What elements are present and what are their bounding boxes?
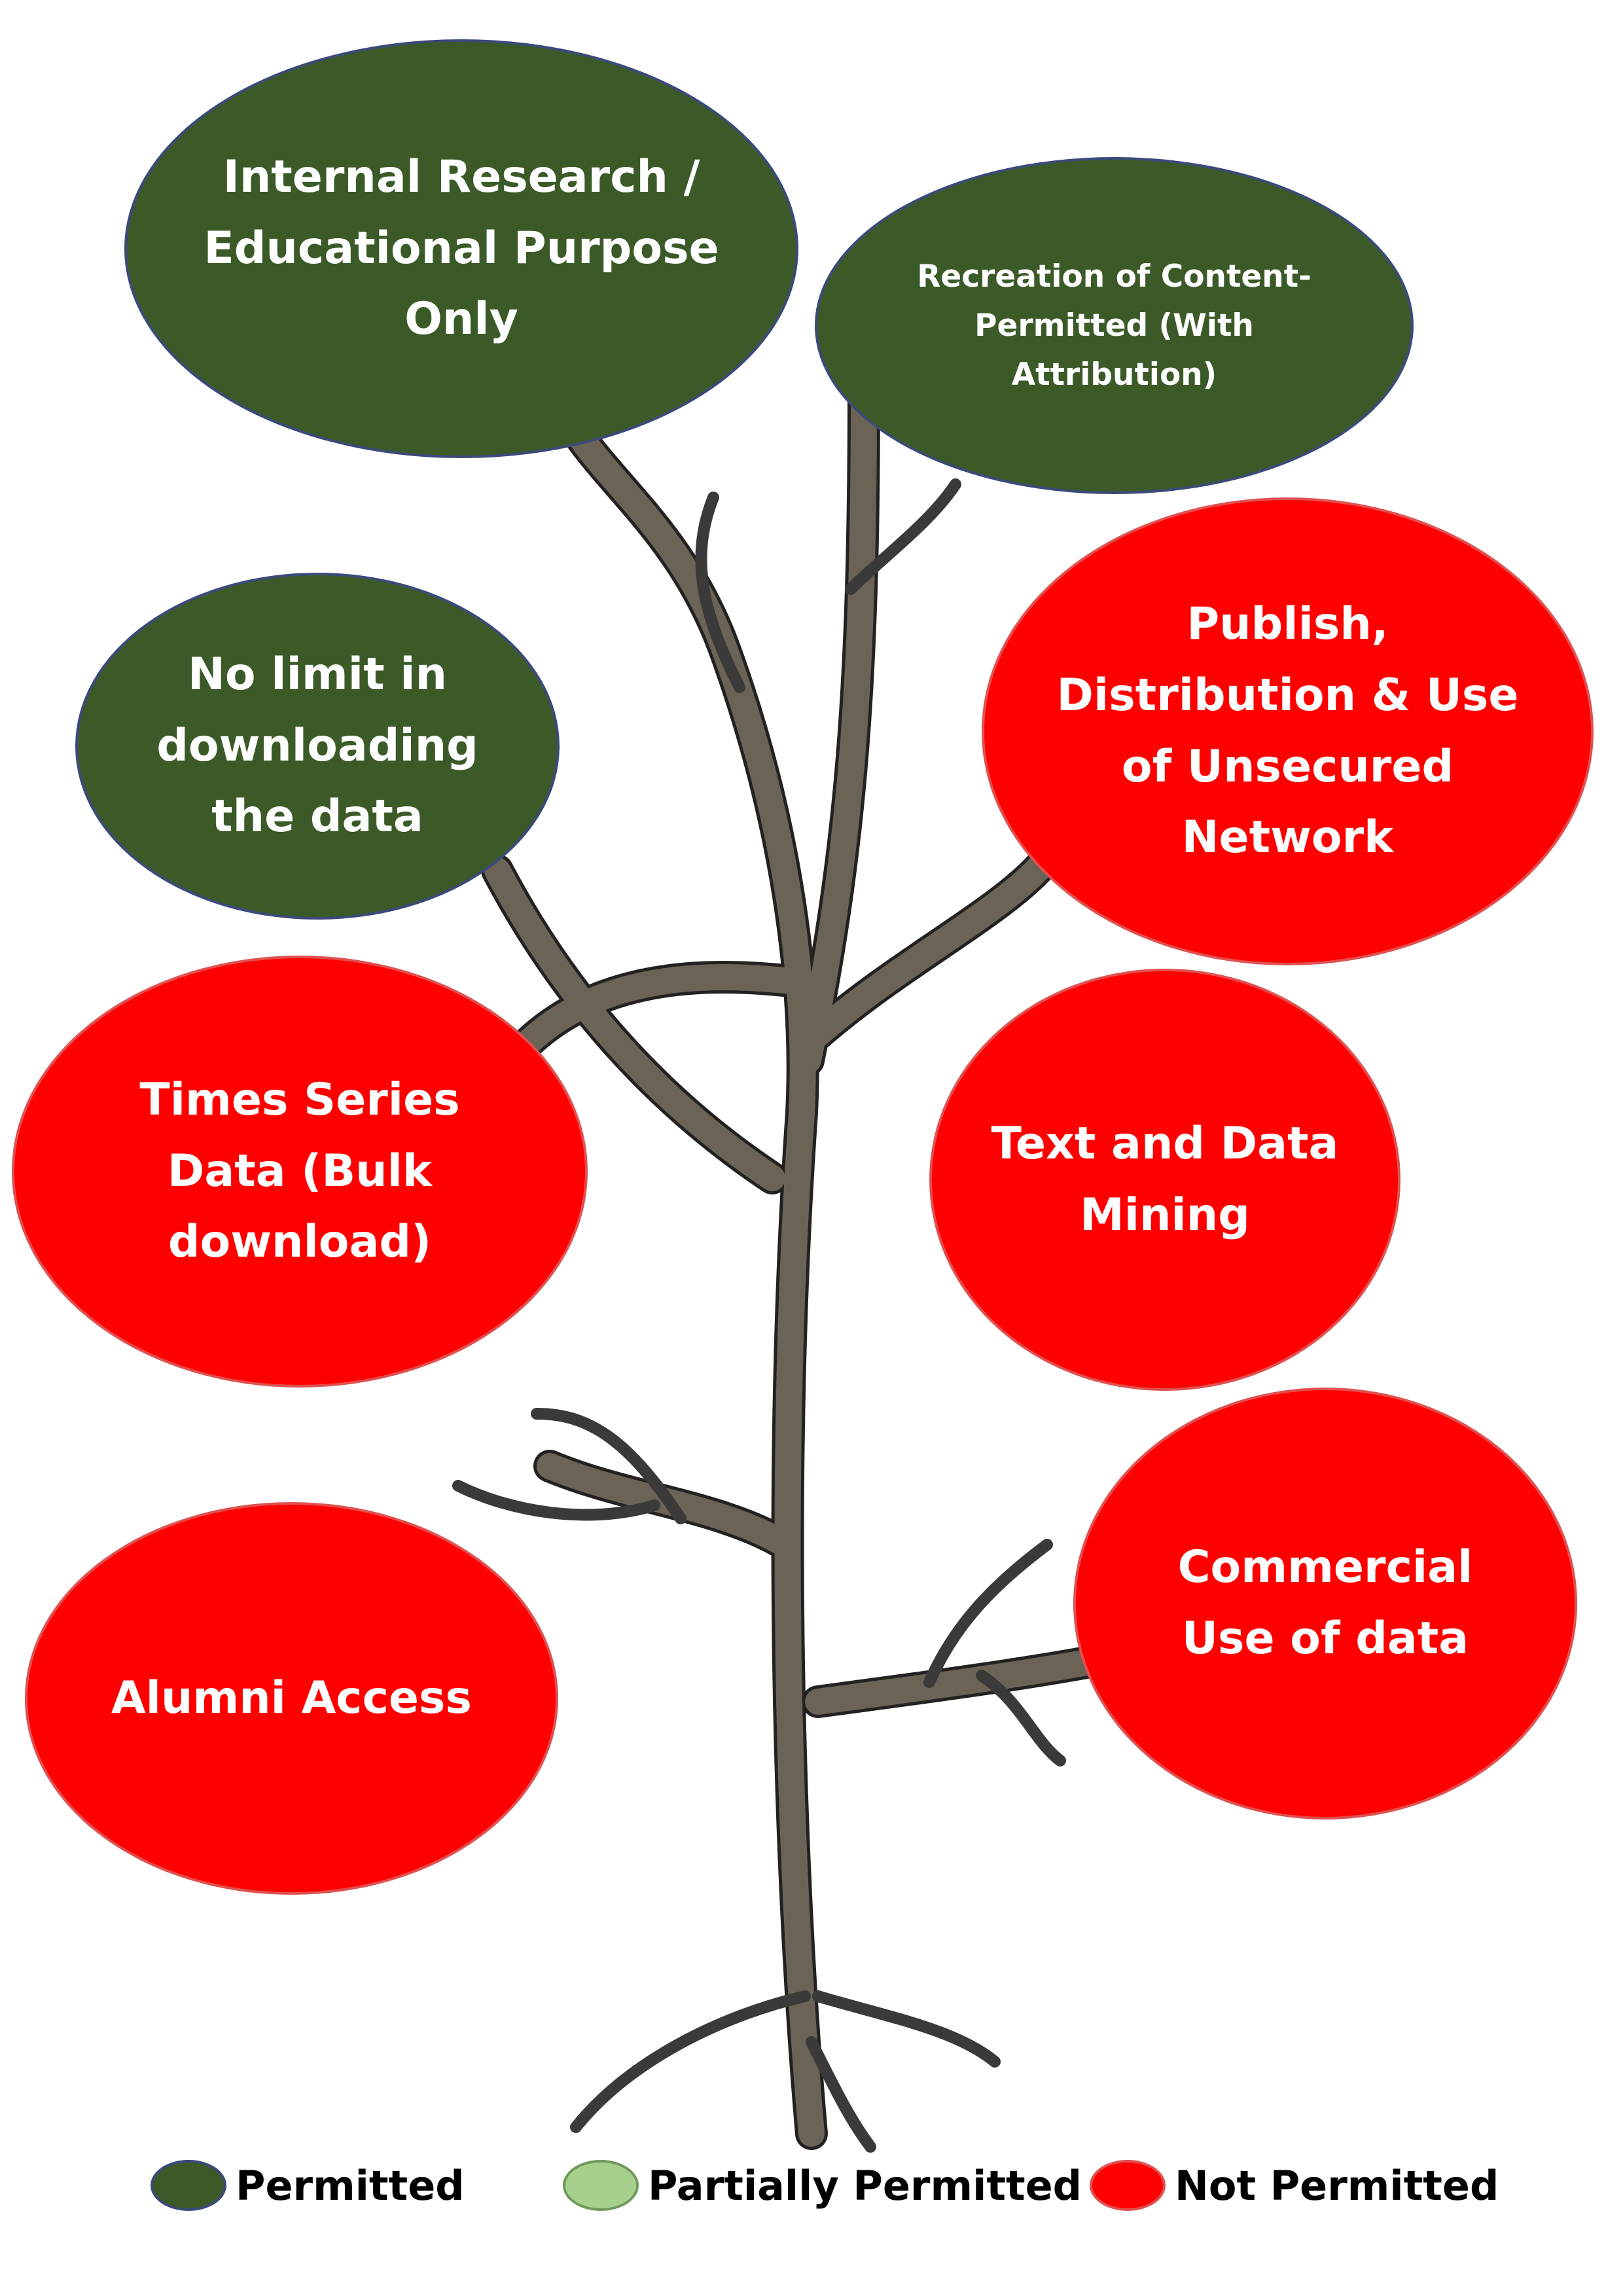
node-no-limit-download-label: No limit in downloading the data	[156, 648, 478, 843]
node-internal-research: Internal Research / Educational Purpose …	[124, 39, 798, 458]
legend-swatch-permitted	[151, 2160, 226, 2211]
node-internal-research-label: Internal Research / Educational Purpose …	[204, 151, 719, 346]
node-alumni-access-label: Alumni Access	[111, 1672, 472, 1724]
node-time-series-bulk: Times Series Data (Bulk download)	[12, 956, 588, 1388]
legend-swatch-not-permitted	[1090, 2160, 1166, 2211]
legend-label-not-permitted: Not Permitted	[1175, 2161, 1499, 2210]
legend-item-permitted: Permitted	[151, 2160, 465, 2211]
node-recreation-of-content-label: Recreation of Content-Permitted (With At…	[917, 258, 1311, 393]
legend-swatch-partially-permitted	[563, 2160, 639, 2211]
node-alumni-access: Alumni Access	[25, 1502, 558, 1895]
node-publish-distribution-label: Publish, Distribution & Use of Unsecured…	[1056, 598, 1519, 864]
legend-label-permitted: Permitted	[236, 2161, 465, 2210]
legend-item-partially-permitted: Partially Permitted	[563, 2160, 1082, 2211]
node-commercial-use-label: Commercial Use of data	[1177, 1541, 1473, 1664]
node-publish-distribution: Publish, Distribution & Use of Unsecured…	[982, 497, 1594, 965]
node-commercial-use: Commercial Use of data	[1073, 1388, 1577, 1820]
node-text-data-mining-label: Text and Data Mining	[991, 1117, 1339, 1241]
node-text-data-mining: Text and Data Mining	[929, 969, 1400, 1391]
legend-item-not-permitted: Not Permitted	[1090, 2160, 1499, 2211]
legend-label-partially-permitted: Partially Permitted	[648, 2161, 1082, 2210]
node-recreation-of-content: Recreation of Content-Permitted (With At…	[815, 157, 1414, 494]
node-no-limit-download: No limit in downloading the data	[75, 573, 560, 920]
node-time-series-bulk-label: Times Series Data (Bulk download)	[139, 1073, 460, 1268]
